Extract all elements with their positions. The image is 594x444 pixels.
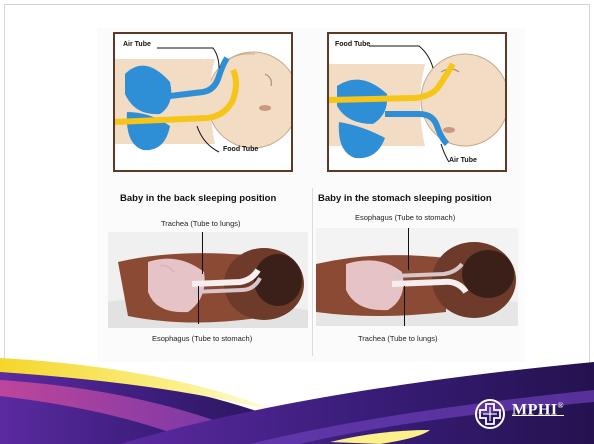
- food-tube-label: Food Tube: [335, 41, 370, 48]
- panel-divider: [312, 188, 313, 356]
- anatomy-back-diagram: Air Tube Food Tube: [113, 32, 293, 172]
- baby-back-illustration: [108, 232, 308, 328]
- back-sleeping-caption: Baby in the back sleeping position: [120, 193, 276, 204]
- esophagus-pointer-line: [408, 228, 409, 270]
- anatomy-stomach-illustration: [329, 34, 505, 170]
- esophagus-label: Esophagus (Tube to stomach): [152, 334, 252, 343]
- air-tube-label: Air Tube: [123, 41, 151, 48]
- stomach-sleeping-caption: Baby in the stomach sleeping position: [318, 193, 492, 204]
- esophagus-label: Esophagus (Tube to stomach): [355, 213, 455, 222]
- esophagus-pointer-line: [198, 286, 199, 324]
- trachea-label: Trachea (Tube to lungs): [161, 219, 240, 228]
- logo-text: MPHI®: [512, 401, 564, 419]
- trachea-pointer-line: [202, 232, 203, 274]
- food-tube-label: Food Tube: [223, 146, 258, 153]
- baby-back-sleeping-image: [108, 232, 308, 328]
- baby-stomach-illustration: [316, 228, 518, 326]
- air-tube-label: Air Tube: [449, 157, 477, 164]
- trachea-pointer-line: [404, 286, 405, 326]
- baby-stomach-sleeping-image: [316, 228, 518, 326]
- mphi-logo: MPHI®: [474, 398, 580, 430]
- trachea-label: Trachea (Tube to lungs): [358, 334, 437, 343]
- anatomy-stomach-diagram: Food Tube Air Tube: [327, 32, 507, 172]
- anatomy-back-illustration: [115, 34, 291, 170]
- logo-cross-icon: [474, 398, 506, 430]
